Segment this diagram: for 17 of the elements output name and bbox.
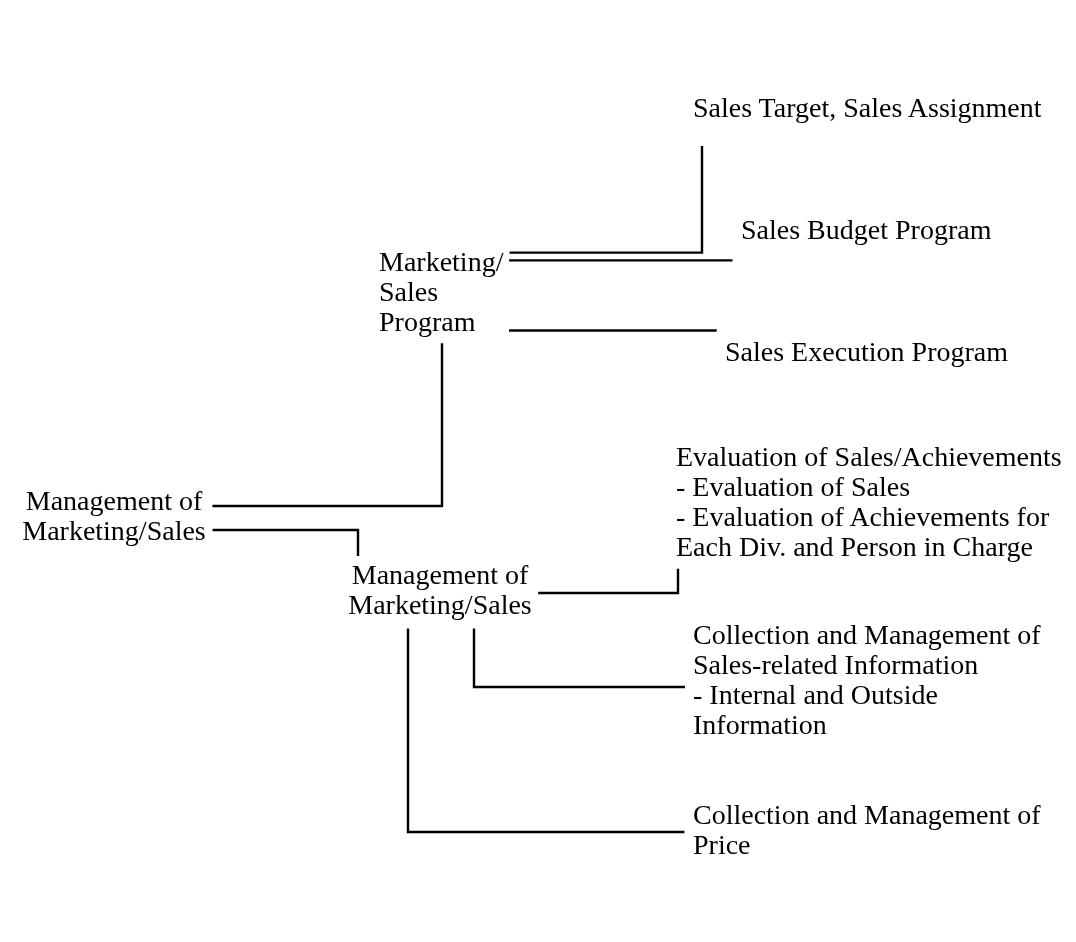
connector [212, 528, 360, 556]
connector [212, 343, 444, 508]
node-text: Marketing/ Sales Program [379, 246, 504, 338]
connector [538, 568, 680, 595]
node-text: Collection and Management of Price [693, 799, 1041, 861]
connector [509, 259, 733, 262]
node-text: Management of Marketing/Sales [22, 485, 206, 547]
connector [406, 628, 685, 834]
node-text: Sales Execution Program [725, 336, 1009, 368]
connector [509, 329, 717, 332]
node-text: Collection and Management of Sales-related Information - Internal and Outside Information [693, 619, 1041, 741]
connector [472, 628, 685, 689]
node-text: Sales Target, Sales Assignment [693, 92, 1042, 124]
node-text: Evaluation of Sales/Achievements - Evaluation of Sales - Evaluation of Achievements for Each Div. and Person in Charge [676, 441, 1062, 563]
connector [509, 146, 704, 254]
node-text: Management of Marketing/Sales [348, 559, 532, 621]
node-text: Sales Budget Program [741, 214, 992, 246]
